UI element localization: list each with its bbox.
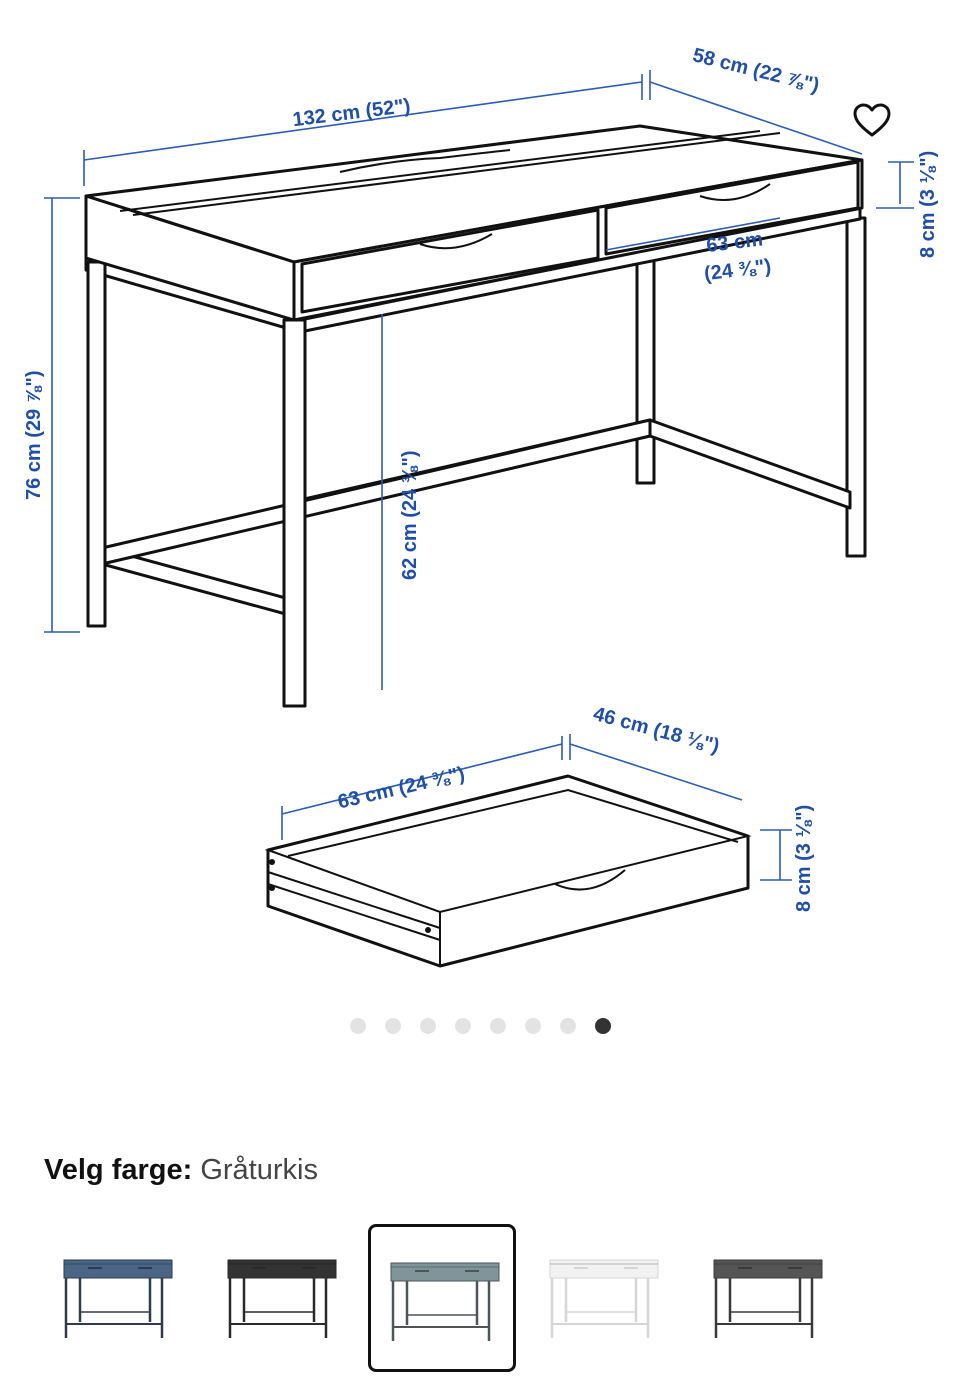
favorite-button[interactable] (852, 101, 892, 141)
desk-drawing (84, 124, 867, 708)
desk-thumbnail-icon (390, 1262, 500, 1341)
color-swatch-2[interactable] (208, 1224, 356, 1372)
desk-thumbnail-icon (549, 1259, 659, 1338)
color-swatch-1[interactable] (44, 1224, 192, 1372)
color-swatches (44, 1224, 924, 1376)
desk-thumbnail-icon (713, 1259, 823, 1338)
drawer-width-label-line2: (24 ⅜") (703, 255, 772, 285)
drawer-drawing (264, 774, 752, 968)
desk-height-label: 76 cm (29 ⅞") (23, 370, 45, 500)
drawer-dimension-lines (281, 734, 792, 881)
color-swatch-5[interactable] (694, 1224, 842, 1372)
desk-width-label: 132 cm (52") (291, 95, 411, 131)
color-swatch-3[interactable] (368, 1224, 516, 1372)
drawer-box-depth-label: 46 cm (18 ⅛") (591, 703, 722, 758)
color-swatch-4[interactable] (530, 1224, 678, 1372)
color-picker-label: Velg farge: Gråturkis (44, 1154, 318, 1187)
drawer-box-height-label: 8 cm (3 ⅛") (793, 805, 815, 912)
knee-height-label: 62 cm (24 ⅜") (399, 450, 421, 580)
desk-thumbnail-icon (63, 1259, 173, 1338)
carousel-dot[interactable] (349, 1018, 366, 1034)
selected-color-name: Gråturkis (200, 1154, 318, 1186)
heart-outline-icon (853, 103, 891, 137)
carousel-dot[interactable] (524, 1018, 541, 1034)
carousel-indicator (0, 1018, 960, 1042)
carousel-dot[interactable] (384, 1018, 401, 1034)
dimension-diagram: 132 cm (52") 58 cm (22 ⅞") 8 cm (3 ⅛") 6… (23, 44, 939, 968)
carousel-dot-active[interactable] (594, 1018, 611, 1034)
drawer-front-height-label: 8 cm (3 ⅛") (917, 151, 939, 258)
carousel-dot[interactable] (454, 1018, 471, 1034)
color-picker-key: Velg farge: (44, 1154, 193, 1186)
desk-thumbnail-icon (227, 1259, 337, 1338)
carousel-dot[interactable] (419, 1018, 436, 1034)
carousel-dot[interactable] (559, 1018, 576, 1034)
desk-dimension-lines (44, 70, 914, 690)
desk-depth-label: 58 cm (22 ⅞") (690, 44, 821, 97)
carousel-dot[interactable] (489, 1018, 506, 1034)
